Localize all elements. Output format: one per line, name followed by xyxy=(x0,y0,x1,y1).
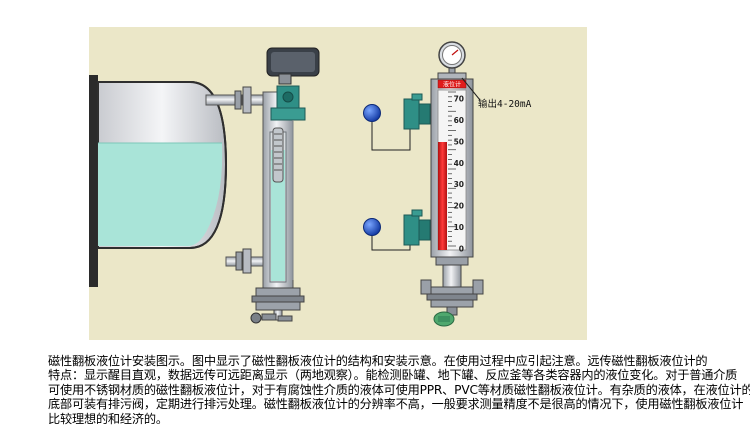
scale-label: 60 xyxy=(454,116,464,125)
junction-box xyxy=(270,85,306,121)
gauge-header xyxy=(437,79,467,89)
pressure-dial xyxy=(438,41,466,75)
caption-line-1: 磁性翻板液位计安装图示。图中显示了磁性翻板液位计的结构和安装示意。在使用过程中应… xyxy=(48,354,708,368)
level-indicator-red xyxy=(438,142,447,250)
magnetic-float xyxy=(272,127,284,183)
gauge-header-text: 液位计 xyxy=(443,81,461,89)
tank-liquid xyxy=(98,143,223,246)
scale-labels: 70 60 50 40 30 20 10 0 xyxy=(454,95,464,254)
caption-line-4: 底部可装有排污阀，定期进行排污处理。磁性翻板液位计的分辨率不高，一般要求测量精度… xyxy=(48,397,744,412)
lower-float-ball xyxy=(363,218,381,236)
scale-label: 30 xyxy=(454,180,464,189)
scale-label: 70 xyxy=(454,95,464,104)
limit-switch-upper xyxy=(363,93,431,151)
upper-float-ball xyxy=(363,104,381,122)
upper-connection-pipe xyxy=(205,94,243,106)
drain-valve xyxy=(433,311,455,327)
scale-label: 20 xyxy=(454,202,464,211)
upper-switch-box xyxy=(403,98,420,130)
scale-label: 0 xyxy=(459,245,464,254)
limit-switch-lower xyxy=(363,209,431,251)
scale-label: 50 xyxy=(454,137,464,146)
left-gauge xyxy=(205,47,320,324)
scale-label: 10 xyxy=(454,223,464,232)
tube-liquid xyxy=(271,150,285,281)
output-pointer xyxy=(461,77,481,101)
caption: 磁性翻板液位计安装图示。图中显示了磁性翻板液位计的结构和安装示意。在使用过程中应… xyxy=(48,354,750,426)
caption-line-3: 可使用不锈钢材质的磁性翻板液位计，对于有腐蚀性介质的液体可使用PPR、PVC等材… xyxy=(48,382,750,397)
tank-wall xyxy=(89,75,98,287)
output-label: 输出4-20mA xyxy=(478,98,532,110)
right-gauge: 液位计 70 60 50 40 30 20 10 0 输出4-20mA xyxy=(420,41,532,327)
tank xyxy=(89,75,228,287)
drain-assembly xyxy=(250,287,305,324)
lower-switch-box xyxy=(403,214,420,246)
transmitter-head xyxy=(266,47,320,85)
flap-ticks xyxy=(448,91,456,247)
caption-line-5: 比较理想的和经济的。 xyxy=(48,411,168,426)
scale-label: 40 xyxy=(454,159,464,168)
installation-diagram: 液位计 70 60 50 40 30 20 10 0 输出4-20mA xyxy=(89,41,532,327)
caption-line-2: 特点：显示醒目直观，数据远传可远距离显示（两地观察）。能检测卧罐、地下罐、反应釜… xyxy=(48,368,738,383)
